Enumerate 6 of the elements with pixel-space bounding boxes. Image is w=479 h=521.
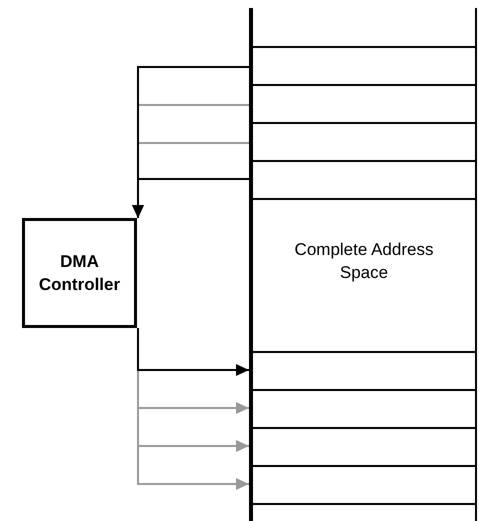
arrow	[137, 328, 249, 376]
address-space-label: Complete Address Space	[294, 238, 434, 284]
controller-label: DMA Controller	[38, 251, 122, 296]
arrow	[132, 178, 249, 218]
controller-box	[22, 218, 137, 328]
address-space-column	[249, 8, 477, 521]
